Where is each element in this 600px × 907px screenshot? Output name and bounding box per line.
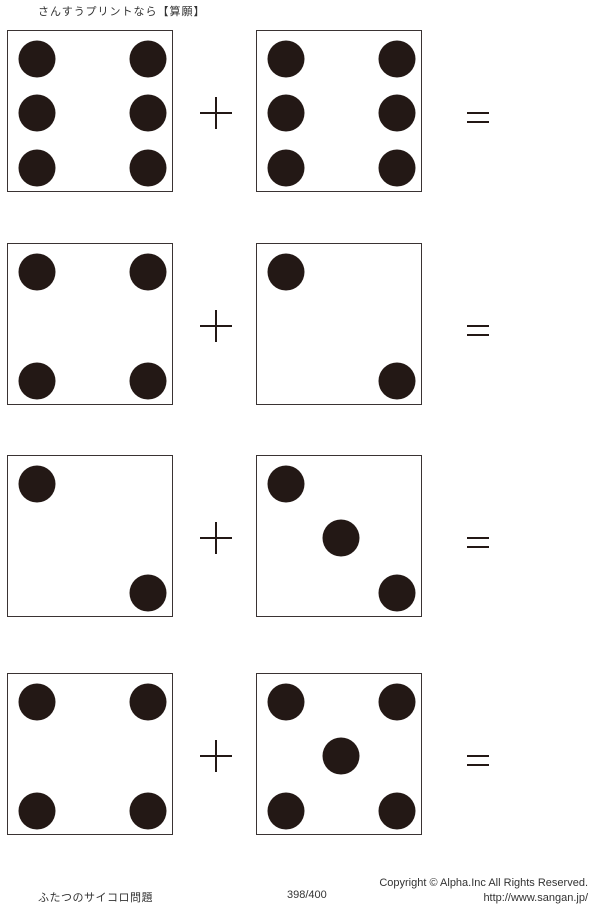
pip-dot-icon	[322, 737, 360, 775]
pip-dot-icon	[378, 40, 416, 78]
pip-dot-icon	[378, 362, 416, 400]
pip-dot-icon	[18, 683, 56, 721]
left-die	[7, 673, 173, 835]
plus-sign-icon	[200, 522, 232, 554]
plus-sign-icon	[200, 740, 232, 772]
page-number: 398/400	[287, 889, 327, 901]
pip-dot-icon	[267, 792, 305, 830]
right-die	[256, 455, 422, 617]
copyright-text: Copyright © Alpha.Inc All Rights Reserve…	[379, 877, 588, 889]
pip-dot-icon	[267, 94, 305, 132]
pip-dot-icon	[378, 149, 416, 187]
pip-dot-icon	[18, 465, 56, 503]
pip-dot-icon	[267, 40, 305, 78]
worksheet-name: ふたつのサイコロ問題	[38, 891, 153, 904]
right-die	[256, 673, 422, 835]
pip-dot-icon	[18, 94, 56, 132]
equals-sign-icon	[467, 537, 489, 548]
left-die	[7, 243, 173, 405]
pip-dot-icon	[129, 253, 167, 291]
pip-dot-icon	[129, 40, 167, 78]
pip-dot-icon	[378, 94, 416, 132]
pip-dot-icon	[129, 149, 167, 187]
site-url[interactable]: http://www.sangan.jp/	[483, 892, 588, 904]
pip-dot-icon	[18, 362, 56, 400]
pip-dot-icon	[129, 362, 167, 400]
pip-dot-icon	[129, 94, 167, 132]
pip-dot-icon	[267, 149, 305, 187]
equals-sign-icon	[467, 325, 489, 336]
pip-dot-icon	[129, 792, 167, 830]
pip-dot-icon	[18, 40, 56, 78]
pip-dot-icon	[378, 792, 416, 830]
pip-dot-icon	[378, 574, 416, 612]
copyright-block: Copyright © Alpha.Inc All Rights Reserve…	[379, 876, 588, 906]
pip-dot-icon	[267, 465, 305, 503]
pip-dot-icon	[18, 253, 56, 291]
pip-dot-icon	[267, 683, 305, 721]
plus-sign-icon	[200, 310, 232, 342]
equals-sign-icon	[467, 112, 489, 123]
pip-dot-icon	[267, 253, 305, 291]
plus-sign-icon	[200, 97, 232, 129]
right-die	[256, 243, 422, 405]
pip-dot-icon	[129, 683, 167, 721]
left-die	[7, 30, 173, 192]
right-die	[256, 30, 422, 192]
left-die	[7, 455, 173, 617]
pip-dot-icon	[18, 792, 56, 830]
header-title: さんすうプリントなら【算願】	[38, 5, 206, 18]
pip-dot-icon	[129, 574, 167, 612]
pip-dot-icon	[322, 519, 360, 557]
equals-sign-icon	[467, 755, 489, 766]
pip-dot-icon	[378, 683, 416, 721]
pip-dot-icon	[18, 149, 56, 187]
